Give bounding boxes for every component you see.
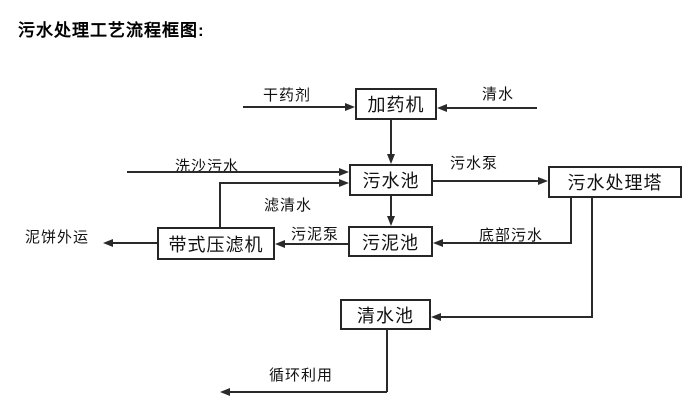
line-recycling <box>230 391 387 393</box>
arrowhead-sewage-to-sludge <box>387 216 395 226</box>
arrowhead-dry-agent <box>345 103 355 111</box>
label-recycling: 循环利用 <box>268 367 333 384</box>
diagram-title: 污水处理工艺流程框图: <box>18 21 205 40</box>
arrowhead-sand-washing-sewage <box>339 168 349 176</box>
label-sludge-pump: 污泥泵 <box>290 226 339 243</box>
arrowhead-bottom-sewage <box>433 239 443 247</box>
label-mud-cake-outbound: 泥饼外运 <box>24 229 89 246</box>
line-tower-to-clean <box>441 316 593 318</box>
arrowhead-mud-cake-outbound <box>103 239 113 247</box>
arrowhead-tower-to-clean <box>431 313 441 321</box>
node-sludge-pool: 污泥池 <box>348 226 433 257</box>
node-dosing-machine: 加药机 <box>355 88 437 120</box>
line-dosing-to-sewage <box>390 120 392 154</box>
line-bottom-sewage <box>443 242 572 244</box>
line-mud-cake-outbound <box>113 242 157 244</box>
line-filtered-water-riser <box>219 183 221 227</box>
arrowhead-sewage-pump <box>538 177 548 185</box>
line-recycling-drop <box>386 330 388 392</box>
label-sand-washing-sewage: 洗沙污水 <box>174 158 239 175</box>
arrowhead-recycling <box>220 388 230 396</box>
arrowhead-filtered-water <box>339 179 349 187</box>
line-sludge-pump <box>285 243 348 245</box>
line-sand-washing-sewage <box>127 171 339 173</box>
line-sewage-to-sludge <box>390 196 392 216</box>
label-sewage-pump: 污水泵 <box>449 155 498 172</box>
line-dry-agent <box>243 106 345 108</box>
line-clean-water <box>447 107 537 109</box>
arrowhead-dosing-to-sewage <box>387 154 395 164</box>
line-filtered-water <box>219 182 339 184</box>
line-bottom-sewage-drop <box>570 198 572 243</box>
label-filtered-water: 滤清水 <box>263 197 312 214</box>
label-dry-agent: 干药剂 <box>262 87 311 104</box>
arrowhead-sludge-pump <box>275 240 285 248</box>
label-clean-water: 清水 <box>481 86 514 103</box>
node-treatment-tower: 污水处理塔 <box>548 166 682 198</box>
arrowhead-clean-water <box>437 104 447 112</box>
label-bottom-sewage: 底部污水 <box>478 227 543 244</box>
line-sewage-pump <box>433 180 538 182</box>
node-clean-water-pool: 清水池 <box>340 299 431 330</box>
node-sewage-pool: 污水池 <box>349 164 433 196</box>
node-belt-filter-press: 带式压滤机 <box>157 227 275 260</box>
line-tower-to-clean-drop <box>591 198 593 317</box>
